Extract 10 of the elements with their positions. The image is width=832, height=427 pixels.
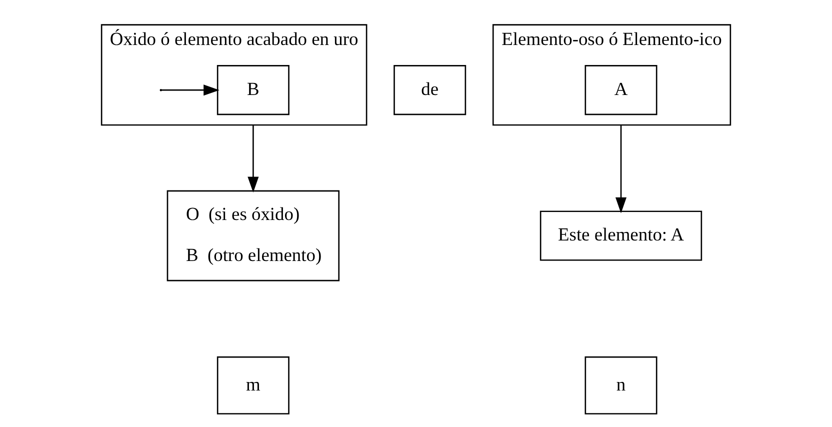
- arrow: [615, 124, 627, 213]
- node-box: Este elemento: A: [540, 210, 702, 260]
- node-box: A: [584, 64, 658, 115]
- node-box: O (si es óxido) B (otro elemento): [166, 190, 340, 281]
- node-box: m: [216, 356, 290, 414]
- node-box: de: [394, 64, 466, 115]
- arrow: [248, 124, 259, 192]
- arrow: [162, 84, 220, 96]
- node-box: B: [216, 64, 290, 115]
- node-box: n: [584, 356, 658, 414]
